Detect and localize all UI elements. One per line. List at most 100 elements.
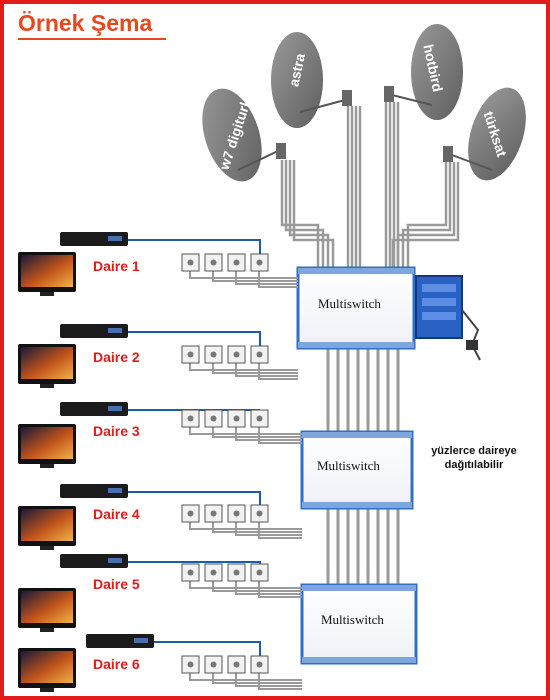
trunk-cables [326,348,400,585]
socket-port-5-3 [233,569,240,576]
tv-screen-2 [21,347,73,379]
receiver-cable-1 [126,239,261,254]
socket-cable-1-1 [189,270,298,279]
tv-screen-1 [21,255,73,287]
receiver-cable-2 [126,331,261,346]
socket-port-3-4 [256,415,263,422]
socket-cable-3-3 [235,426,302,441]
receiver-cable-5 [126,561,261,564]
receiver-3 [60,402,128,416]
tv-screen-5 [21,591,73,623]
multiswitch-label-1: Multiswitch [318,296,381,311]
socket-cable-1-2 [212,270,298,282]
socket-port-6-2 [210,661,217,668]
socket-port-2-1 [187,351,194,358]
satellite-dish-astra [271,32,352,128]
receiver-display-3 [108,406,122,411]
tv-screen-4 [21,509,73,541]
socket-port-2-2 [210,351,217,358]
socket-cable-1-3 [235,270,298,285]
socket-port-2-3 [233,351,240,358]
distribution-note: yüzlerce daireye dağıtılabilir [431,445,517,471]
socket-cable-4-3 [235,521,302,536]
socket-port-3-1 [187,415,194,422]
socket-cable-5-1 [189,580,302,589]
apartment-label-2: Daire 2 [93,349,140,365]
socket-cable-5-2 [212,580,302,592]
socket-cable-4-1 [189,521,302,530]
dish-feed-cables [280,102,460,268]
socket-port-1-4 [256,259,263,266]
multiswitch-label-2: Multiswitch [317,458,380,473]
receiver-cable-6 [152,641,261,656]
socket-cable-4-2 [212,521,302,533]
receiver-display-1 [108,236,122,241]
socket-port-1-1 [187,259,194,266]
socket-cable-2-1 [189,362,298,371]
multiswitch-label-3: Multiswitch [321,612,384,627]
receiver-2 [60,324,128,338]
socket-port-3-2 [210,415,217,422]
socket-cable-2-3 [235,362,298,377]
receiver-1 [60,232,128,246]
multiswitch-1 [296,266,416,350]
multiswitch-3 [300,583,418,665]
socket-port-4-3 [233,510,240,517]
amplifier-unit [415,275,481,361]
socket-cable-3-2 [212,426,302,438]
tv-stand-2 [40,384,54,388]
receiver-display-6 [134,638,148,643]
diagram-title: Örnek Şema [18,10,153,36]
receiver-display-5 [108,558,122,563]
socket-cable-2-2 [212,362,298,374]
receiver-display-4 [108,488,122,493]
tv-stand-3 [40,464,54,468]
tv-stand-4 [40,546,54,550]
satellite-dish-hotbird [384,24,463,120]
receiver-4 [60,484,128,498]
receiver-6 [86,634,154,648]
socket-cable-5-3 [235,580,302,595]
socket-cable-3-4 [258,426,302,444]
socket-port-3-3 [233,415,240,422]
socket-port-4-2 [210,510,217,517]
socket-cable-6-2 [212,672,302,684]
socket-cable-2-4 [258,362,298,380]
tv-screen-6 [21,651,73,683]
tv-screen-3 [21,427,73,459]
receiver-cable-4 [126,491,261,505]
socket-cable-1-4 [258,270,298,288]
multiswitch-2 [300,430,414,510]
socket-port-5-2 [210,569,217,576]
socket-port-6-4 [256,661,263,668]
title-underline [18,38,166,40]
socket-cable-6-1 [189,672,302,681]
socket-port-2-4 [256,351,263,358]
socket-port-6-3 [233,661,240,668]
socket-port-4-1 [187,510,194,517]
socket-port-1-2 [210,259,217,266]
socket-cable-4-4 [258,521,302,539]
socket-cable-6-4 [258,672,302,690]
socket-port-5-4 [256,569,263,576]
tv-stand-6 [40,688,54,692]
tv-stand-5 [40,628,54,632]
apartment-label-5: Daire 5 [93,576,140,592]
socket-cable-5-4 [258,580,302,598]
socket-port-6-1 [187,661,194,668]
satellite-dish-w7 [202,88,286,182]
receiver-display-2 [108,328,122,333]
satellite-dish-turksat [443,87,526,181]
apartment-label-3: Daire 3 [93,423,140,439]
tv-stand-1 [40,292,54,296]
socket-port-5-1 [187,569,194,576]
socket-cable-3-1 [189,426,302,435]
apartment-label-4: Daire 4 [93,506,140,522]
apartment-label-6: Daire 6 [93,656,140,672]
apartment-label-1: Daire 1 [93,258,140,274]
socket-port-4-4 [256,510,263,517]
receiver-5 [60,554,128,568]
socket-port-1-3 [233,259,240,266]
